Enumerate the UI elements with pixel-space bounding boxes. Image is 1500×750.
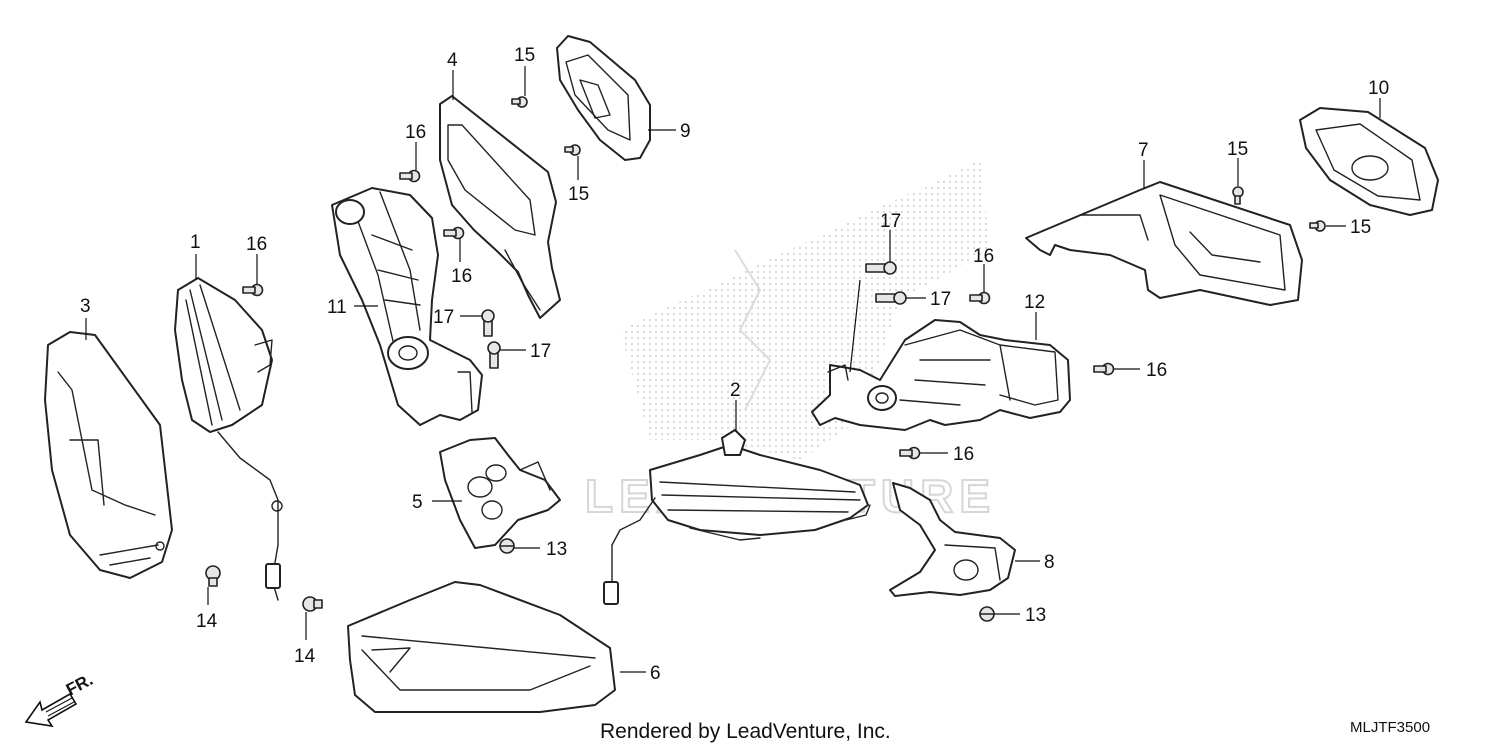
leader-lines bbox=[85, 66, 1381, 673]
label-part-13-a: 13 bbox=[546, 539, 567, 560]
label-part-17-b: 17 bbox=[930, 289, 951, 310]
label-part-14-a: 14 bbox=[196, 611, 218, 632]
part-4-mirror-frame[interactable] bbox=[439, 95, 561, 319]
label-part-3: 3 bbox=[80, 296, 91, 317]
label-part-15-b: 15 bbox=[568, 184, 589, 205]
front-arrow-icon bbox=[24, 692, 78, 728]
label-part-11: 11 bbox=[327, 297, 347, 318]
watermark-wing-outline bbox=[734, 249, 772, 411]
label-part-15-d: 15 bbox=[1350, 217, 1371, 238]
label-part-16-b: 16 bbox=[451, 266, 472, 287]
clip-14-a[interactable] bbox=[205, 565, 221, 587]
part-9-mirror-glass[interactable] bbox=[556, 35, 651, 161]
bolt-17-b[interactable] bbox=[875, 291, 907, 305]
label-part-10: 10 bbox=[1368, 78, 1389, 99]
bolt-17-a[interactable] bbox=[865, 261, 897, 275]
screw-16-f[interactable] bbox=[899, 446, 921, 460]
label-part-1: 1 bbox=[190, 232, 201, 253]
watermark-wing-logo bbox=[620, 160, 990, 460]
screw-16-e[interactable] bbox=[1093, 362, 1115, 376]
part-11-bracket-left[interactable] bbox=[331, 187, 483, 426]
screw-16-c[interactable] bbox=[242, 283, 264, 297]
fasteners bbox=[205, 96, 1326, 622]
screw-16-b[interactable] bbox=[443, 226, 465, 240]
label-part-16-e: 16 bbox=[1146, 360, 1167, 381]
clip-13-a[interactable] bbox=[499, 538, 515, 554]
label-part-17-d: 17 bbox=[530, 341, 551, 362]
label-part-5: 5 bbox=[412, 492, 423, 513]
screw-16-d[interactable] bbox=[969, 291, 991, 305]
label-part-16-a: 16 bbox=[405, 122, 426, 143]
screw-15-d[interactable] bbox=[1309, 220, 1326, 232]
label-part-17-c: 17 bbox=[433, 307, 454, 328]
part-labels: 1 2 3 4 5 6 7 8 9 10 11 12 13 13 14 14 1… bbox=[80, 45, 1389, 684]
part-10-mirror-glass-right[interactable] bbox=[1299, 107, 1439, 216]
screw-15-c[interactable] bbox=[1232, 186, 1244, 205]
screw-15-b[interactable] bbox=[564, 144, 581, 156]
screw-16-a[interactable] bbox=[399, 169, 421, 183]
diagram-code: MLJTF3500 bbox=[1350, 719, 1430, 736]
clip-14-b[interactable] bbox=[302, 596, 323, 612]
label-part-13-b: 13 bbox=[1025, 605, 1046, 626]
label-part-6: 6 bbox=[650, 663, 661, 684]
label-part-12: 12 bbox=[1024, 292, 1045, 313]
label-part-15-a: 15 bbox=[514, 45, 535, 66]
part-8-small-cover-right[interactable] bbox=[889, 482, 1016, 597]
screw-15-a[interactable] bbox=[511, 96, 528, 108]
label-part-8: 8 bbox=[1044, 552, 1055, 573]
front-direction-indicator: FR. bbox=[24, 670, 96, 728]
part-3-mirror-cover[interactable] bbox=[44, 331, 173, 579]
bolt-17-c[interactable] bbox=[481, 309, 495, 337]
label-part-15-c: 15 bbox=[1227, 139, 1248, 160]
label-part-14-b: 14 bbox=[294, 646, 316, 667]
clip-13-b[interactable] bbox=[979, 606, 995, 622]
part-6-lower-cover[interactable] bbox=[347, 581, 616, 713]
label-part-9: 9 bbox=[680, 121, 691, 142]
label-part-16-c: 16 bbox=[246, 234, 267, 255]
label-part-16-f: 16 bbox=[953, 444, 974, 465]
label-part-2: 2 bbox=[730, 380, 741, 401]
part-12-bracket-right[interactable] bbox=[811, 319, 1071, 431]
part-1-turn-signal-left[interactable] bbox=[174, 277, 283, 601]
credit-text: Rendered by LeadVenture, Inc. bbox=[600, 720, 891, 743]
label-part-16-d: 16 bbox=[973, 246, 994, 267]
bolt-17-d[interactable] bbox=[487, 341, 501, 369]
label-part-4: 4 bbox=[447, 50, 458, 71]
part-5-small-cover[interactable] bbox=[439, 437, 561, 549]
part-7-mirror-frame-right[interactable] bbox=[1025, 181, 1303, 306]
label-part-7: 7 bbox=[1138, 140, 1149, 161]
part-2-turn-signal-center[interactable] bbox=[603, 429, 871, 605]
label-part-17-a: 17 bbox=[880, 211, 901, 232]
